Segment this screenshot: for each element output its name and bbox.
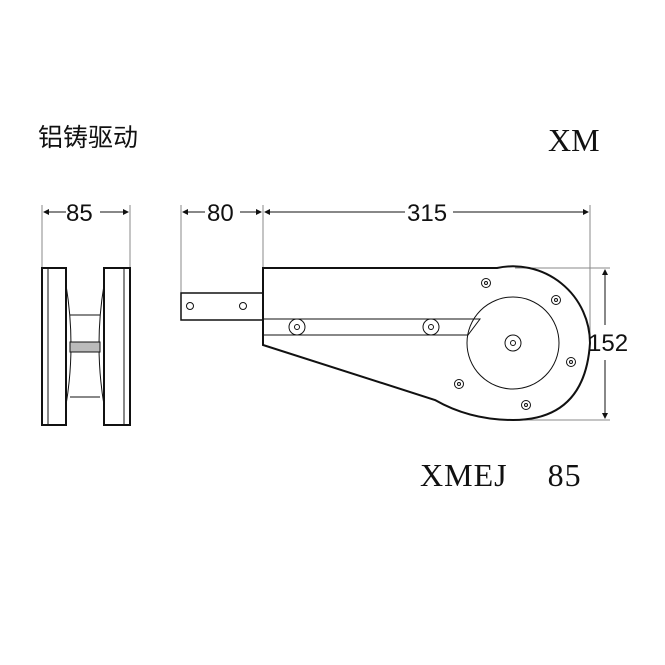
- side-view: [41, 205, 131, 426]
- dimension-body-length: 315: [407, 200, 447, 227]
- dimension-bracket-length: 80: [207, 200, 234, 227]
- model-size: 85: [547, 457, 582, 493]
- dimension-width-side: 85: [66, 200, 93, 227]
- product-title-chinese: 铝铸驱动: [38, 123, 139, 152]
- product-series-code: XM: [548, 122, 600, 158]
- dimension-height: 152: [588, 330, 628, 357]
- front-view: [180, 205, 610, 422]
- model-label: XMEJ 85: [420, 457, 582, 494]
- model-name: XMEJ: [420, 457, 508, 493]
